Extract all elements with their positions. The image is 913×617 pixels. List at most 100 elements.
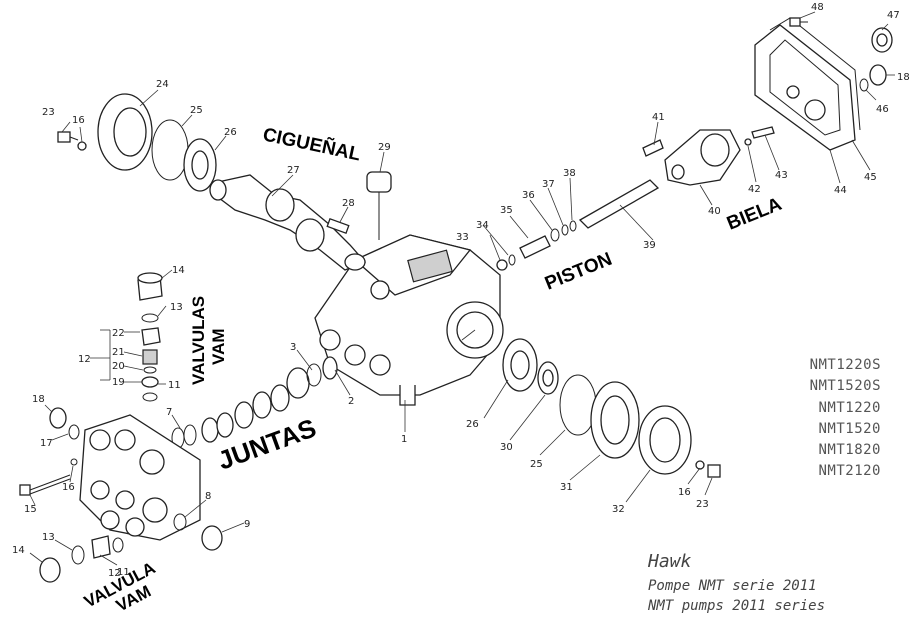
- washer-16-left: [70, 458, 78, 466]
- oil-dipstick: [366, 171, 392, 240]
- part-number: 13: [170, 302, 183, 313]
- part-number: 29: [378, 142, 391, 153]
- part-number: 36: [522, 190, 535, 201]
- bearing-26-left: [183, 138, 217, 192]
- ceramic-piston-35: [519, 235, 551, 259]
- part-number: 39: [643, 240, 656, 251]
- plug-18-left: [49, 407, 67, 429]
- part-number: 16: [72, 115, 85, 126]
- part-number: 33: [456, 232, 469, 243]
- o-ring-46: [859, 78, 869, 92]
- model-item: NMT2120: [818, 463, 881, 479]
- label-ciguenal: CIGUEÑAL: [261, 123, 363, 165]
- part-number: 22: [112, 328, 125, 339]
- o-ring-37: [561, 224, 569, 236]
- part-number: 25: [530, 459, 543, 470]
- label-valvulas: VALVULAS: [189, 296, 208, 385]
- model-item: NMT1820: [818, 442, 881, 458]
- part-number: 47: [887, 10, 900, 21]
- model-item: NMT1220: [818, 400, 881, 416]
- caption-line-fr: Pompe NMT serie 2011: [648, 578, 817, 594]
- o-ring-25-right: [559, 374, 597, 436]
- part-number: 18: [32, 394, 45, 405]
- screw-15: [19, 474, 71, 496]
- part-number: 38: [563, 168, 576, 179]
- valve-group-top: [137, 272, 163, 402]
- part-number: 12: [108, 568, 121, 579]
- part-number: 21: [112, 347, 125, 358]
- manifold-head: [79, 414, 201, 541]
- gasket-45: [769, 17, 861, 131]
- part-number: 30: [500, 442, 513, 453]
- part-number: 3: [290, 342, 296, 353]
- o-ring-17: [68, 424, 80, 440]
- gasket-31: [590, 381, 640, 459]
- part-number: 18: [897, 72, 910, 83]
- washer-42: [744, 138, 752, 146]
- bearing-cover-32: [638, 405, 692, 475]
- part-number: 2: [348, 396, 354, 407]
- caption-brand: Hawk: [648, 551, 692, 572]
- part-number: 1: [401, 434, 407, 445]
- part-number: 28: [342, 198, 355, 209]
- caption-line-en: NMT pumps 2011 series: [648, 598, 826, 614]
- washer-36: [550, 228, 560, 242]
- part-number: 27: [287, 165, 300, 176]
- part-number: 14: [172, 265, 185, 276]
- seal-kit-juntas: [171, 356, 338, 449]
- part-number: 24: [156, 79, 169, 90]
- leader-lines: [29, 11, 895, 566]
- part-number: 14: [12, 545, 25, 556]
- screw-23-right: [695, 460, 721, 478]
- bolt-43: [751, 126, 775, 139]
- plug-9: [201, 525, 223, 551]
- part-number: 35: [500, 205, 513, 216]
- part-number: 11: [168, 380, 181, 391]
- plug-18-top: [869, 64, 887, 86]
- screw-23-left: [57, 131, 87, 151]
- part-number: 46: [876, 104, 889, 115]
- nut-33: [496, 259, 508, 271]
- part-number: 13: [42, 532, 55, 543]
- oil-seal-30: [537, 361, 559, 395]
- part-number: 7: [166, 407, 172, 418]
- part-number: 31: [560, 482, 573, 493]
- bearing-cover-left: [97, 93, 153, 171]
- piston-guide-39: [578, 179, 660, 229]
- part-number: 37: [542, 179, 555, 190]
- part-number: 17: [40, 438, 53, 449]
- part-number: 34: [476, 220, 489, 231]
- part-number: 26: [224, 127, 237, 138]
- piston-pin-41: [642, 139, 664, 157]
- part-number: 15: [24, 504, 37, 515]
- part-number: 43: [775, 170, 788, 181]
- part-number: 23: [42, 107, 55, 118]
- rear-cover-44: [754, 24, 856, 151]
- label-piston: PISTON: [542, 249, 615, 295]
- part-number: 40: [708, 206, 721, 217]
- o-ring-25: [151, 119, 189, 181]
- part-number: 41: [652, 112, 665, 123]
- crankshaft: [209, 174, 367, 271]
- o-ring-8: [173, 513, 187, 531]
- washer-34: [508, 254, 516, 266]
- connecting-rod-40: [664, 129, 741, 186]
- model-item: NMT1520S: [809, 378, 881, 394]
- part-number: 25: [190, 105, 203, 116]
- part-number: 42: [748, 184, 761, 195]
- part-number: 45: [864, 172, 877, 183]
- plug-47: [871, 27, 893, 53]
- label-biela: BIELA: [724, 194, 785, 235]
- part-number: 32: [612, 504, 625, 515]
- shaft-key: [326, 217, 350, 235]
- part-number: 23: [696, 499, 709, 510]
- valve-group-bottom: [39, 535, 124, 583]
- part-number: 26: [466, 419, 479, 430]
- part-number: 9: [244, 519, 250, 530]
- model-item: NMT1220S: [809, 357, 881, 373]
- screw-48: [789, 17, 808, 27]
- part-number: 8: [205, 491, 211, 502]
- part-number: 44: [834, 185, 847, 196]
